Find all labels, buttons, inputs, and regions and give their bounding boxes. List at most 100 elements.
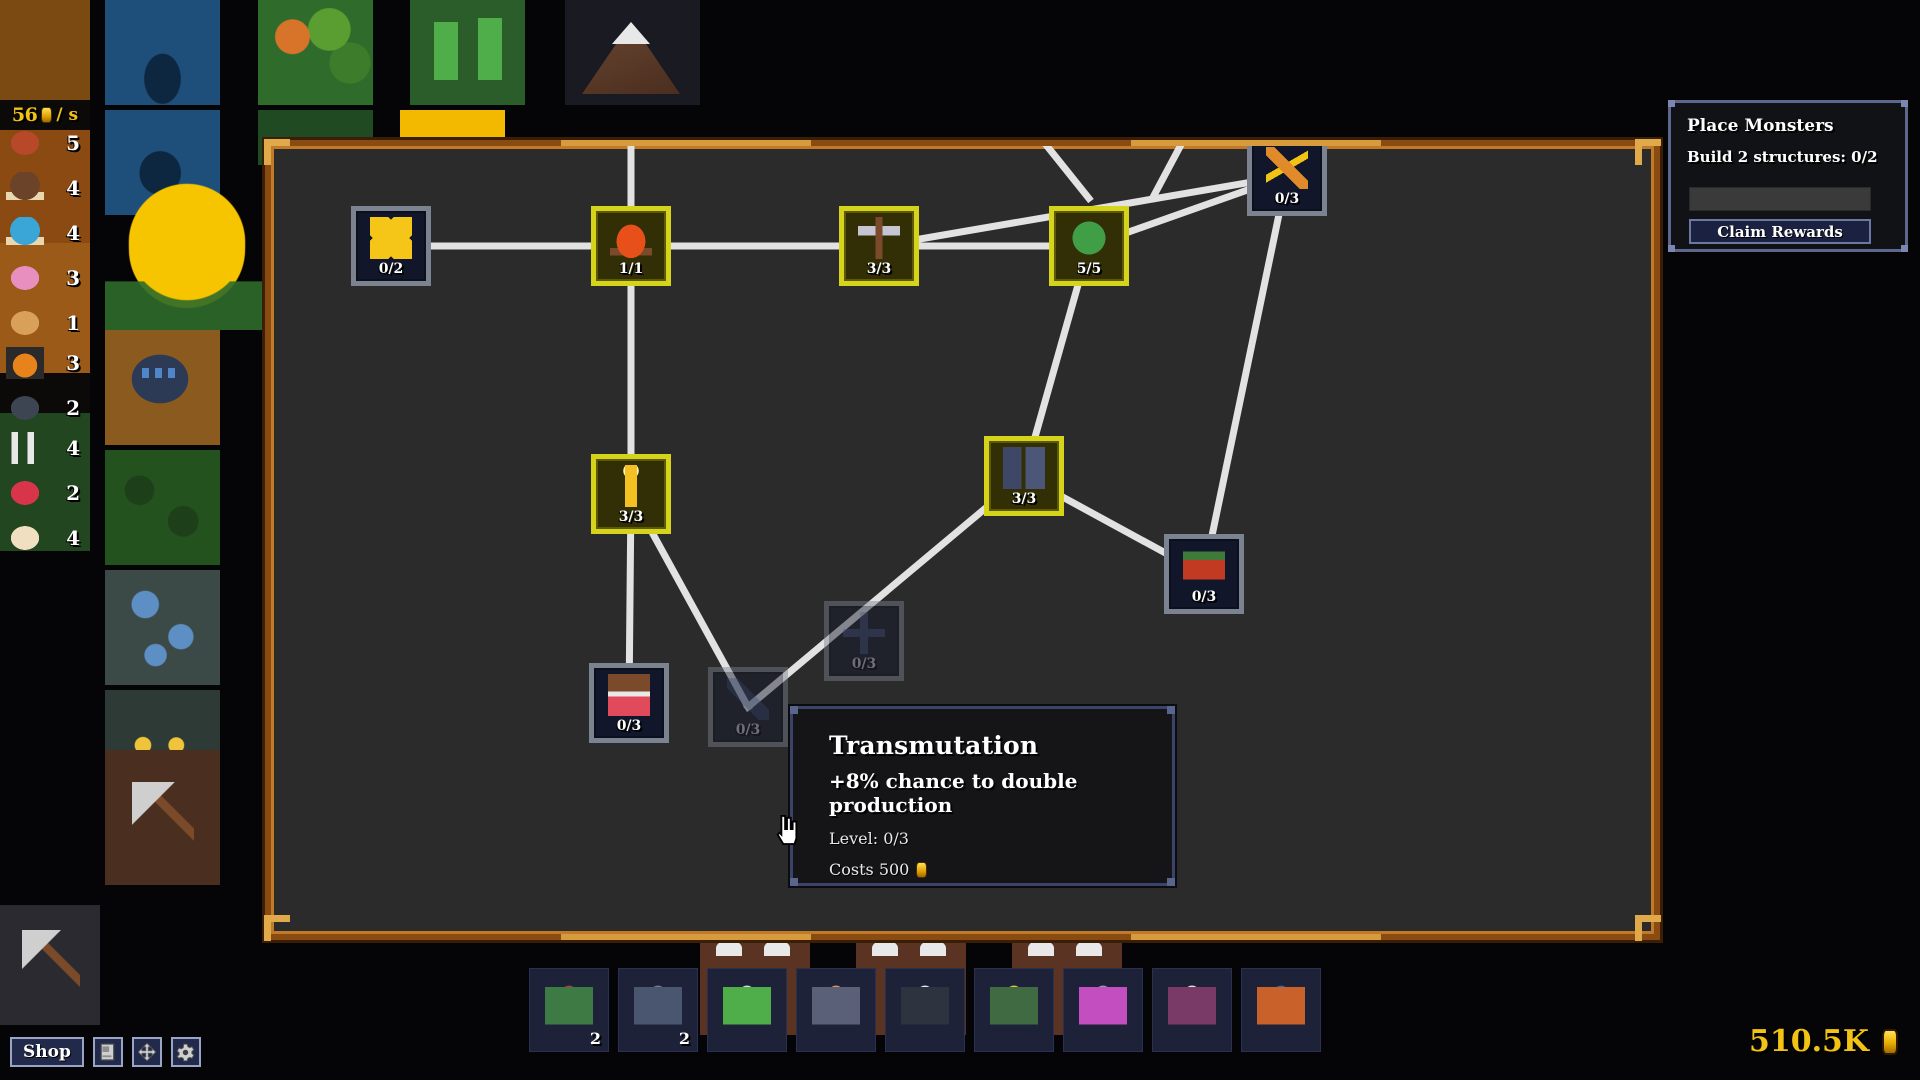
hammer-icon: [858, 217, 900, 259]
monster-sprite: [812, 980, 860, 1040]
skill-node-goblin[interactable]: 0/3: [1164, 534, 1244, 614]
quest-corner-bl: [1668, 245, 1675, 252]
resource-count: 4: [66, 435, 80, 460]
shard-icon: [727, 678, 769, 720]
skill-node-level: 3/3: [866, 261, 892, 277]
skill-node-campfire[interactable]: 1/1: [591, 206, 671, 286]
bg-spider-eyes: [142, 368, 178, 378]
tooltip-level: Level: 0/3: [829, 829, 909, 848]
resource-item-mushroom[interactable]: 4: [0, 210, 90, 255]
quest-corner-tl: [1668, 100, 1675, 107]
skill-node-star[interactable]: 0/2: [351, 206, 431, 286]
resource-item-coal[interactable]: 2: [0, 385, 90, 430]
bg-forest-leaves: [258, 0, 373, 105]
quest-corner-tr: [1901, 100, 1908, 107]
quest-corner-br: [1901, 245, 1908, 252]
truffle-icon: [6, 171, 44, 204]
bg-ore-chunks: [105, 570, 220, 685]
resource-count: 4: [66, 220, 80, 245]
resource-item-raw-steak[interactable]: 2: [0, 470, 90, 515]
claim-rewards-button[interactable]: Claim Rewards: [1689, 219, 1871, 244]
bg-sun-overlay: [98, 170, 276, 330]
resource-count: 3: [66, 350, 80, 375]
skill-link: [1199, 171, 1292, 579]
skill-node-rune[interactable]: 0/3: [824, 601, 904, 681]
bg-ridge-c-snow: [1028, 940, 1054, 956]
tooltip-cost: Costs 500: [829, 860, 1172, 879]
hotbar-card-forked-rogue[interactable]: [1152, 968, 1232, 1052]
skill-tooltip: Transmutation +8% chance to double produ…: [790, 706, 1175, 886]
income-rate-value: 56: [11, 104, 38, 126]
skill-node-twins[interactable]: 3/3: [984, 436, 1064, 516]
resource-item-bread[interactable]: 1: [0, 300, 90, 345]
skill-node-level: 0/3: [616, 718, 642, 734]
campfire-icon: [610, 217, 652, 259]
bottom-left-toolbar: Shop: [10, 1037, 201, 1067]
gold-amount: 510.5K: [1748, 1024, 1869, 1059]
book-button[interactable]: [92, 1037, 123, 1067]
resource-item-dough[interactable]: 4: [0, 515, 90, 560]
panel-corner-tr: [1635, 139, 1661, 165]
monster-sprite: [545, 980, 593, 1040]
meat-icon: [6, 126, 44, 159]
monster-sprite: [1257, 980, 1305, 1040]
skill-node-level: 3/3: [618, 509, 644, 525]
resource-count: 4: [66, 175, 80, 200]
skill-node-level: 3/3: [1011, 491, 1037, 507]
skill-node-shard[interactable]: 0/3: [708, 667, 788, 747]
skill-node-hammer[interactable]: 3/3: [839, 206, 919, 286]
resource-item-forge[interactable]: 3: [0, 340, 90, 385]
bg-spider: [124, 348, 196, 410]
skill-node-candle[interactable]: 3/3: [591, 454, 671, 534]
coin-icon: [41, 107, 53, 123]
hotbar-card-white-knight[interactable]: [885, 968, 965, 1052]
move-button[interactable]: [131, 1037, 162, 1067]
income-rate: 56 / s: [0, 100, 90, 130]
tooltip-corner-tl: [790, 706, 798, 714]
skill-node-frame: [708, 667, 788, 747]
hotbar-card-blue-wraith[interactable]: 2: [618, 968, 698, 1052]
resource-item-truffle[interactable]: 4: [0, 165, 90, 210]
gear-icon: [176, 1043, 195, 1061]
skill-node-frame: [824, 601, 904, 681]
quest-progress-bar: [1689, 187, 1871, 211]
settings-button[interactable]: [170, 1037, 201, 1067]
book-icon: [100, 1043, 115, 1061]
hotbar-card-grey-mage[interactable]: [796, 968, 876, 1052]
shop-button[interactable]: Shop: [10, 1037, 84, 1067]
skill-node-pickaxe[interactable]: 0/3: [1247, 146, 1327, 216]
bg-ridge-a-snow: [716, 940, 742, 956]
hand-cursor-icon: [776, 814, 798, 845]
hotbar-card-green-brute[interactable]: [974, 968, 1054, 1052]
skill-node-map[interactable]: 5/5: [1049, 206, 1129, 286]
resource-count: 1: [66, 310, 80, 335]
skill-node-level: 0/3: [851, 656, 877, 672]
hotbar-card-green-alchemist[interactable]: [707, 968, 787, 1052]
panel-corner-br: [1635, 915, 1661, 941]
hotbar-card-orange-fish[interactable]: [1241, 968, 1321, 1052]
monster-sprite: [634, 980, 682, 1040]
resource-item-potion[interactable]: 3: [0, 255, 90, 300]
mushroom-icon: [6, 216, 44, 249]
resource-count: 3: [66, 265, 80, 290]
bg-pick-2: [22, 930, 80, 992]
hotbar-card-green-imp[interactable]: 2: [529, 968, 609, 1052]
green-map-icon: [1068, 217, 1110, 259]
resource-band-top: [0, 0, 90, 100]
skill-node-flask[interactable]: 0/3: [589, 663, 669, 743]
pickaxe-icon: [1266, 147, 1308, 189]
monster-sprite: [723, 980, 771, 1040]
goblin-icon: [1183, 545, 1225, 587]
skill-node-level: 0/3: [1191, 589, 1217, 605]
hotbar-card-pink-jelly[interactable]: [1063, 968, 1143, 1052]
hotbar-card-count: 2: [589, 1029, 601, 1048]
resource-item-meat[interactable]: 5: [0, 120, 90, 165]
hotbar-card-count: 2: [678, 1029, 690, 1048]
candle-icon: [610, 465, 652, 507]
resource-item-candles[interactable]: 4: [0, 425, 90, 470]
skill-node-level: 5/5: [1076, 261, 1102, 277]
bg-cactus-2: [478, 18, 502, 80]
flask-icon: [608, 674, 650, 716]
monster-sprite: [901, 980, 949, 1040]
